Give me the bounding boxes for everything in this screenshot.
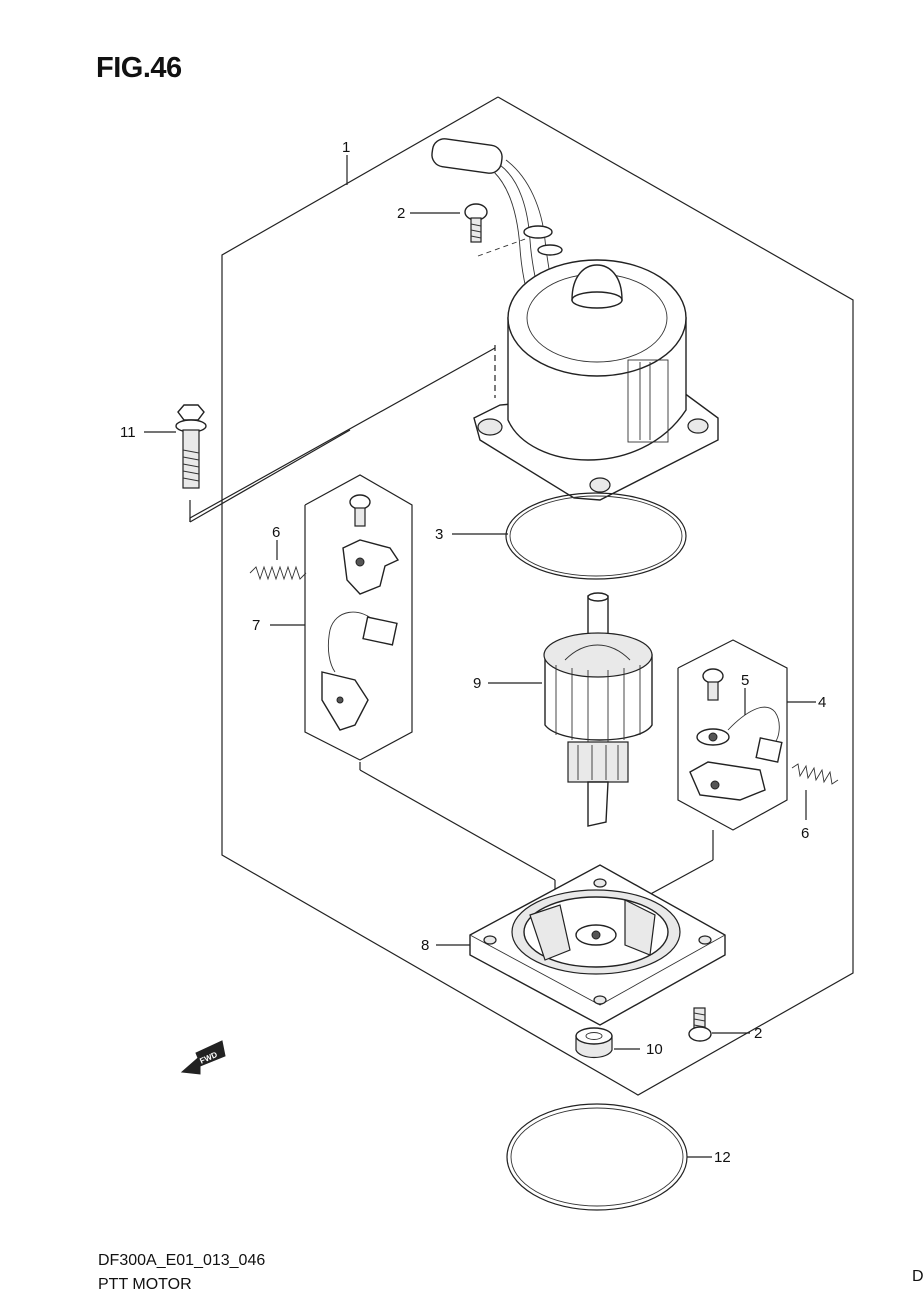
screw-top bbox=[464, 203, 529, 257]
end-cap-8 bbox=[469, 864, 726, 1026]
screw-bottom bbox=[688, 1007, 712, 1042]
corner-mark: D bbox=[912, 1268, 924, 1285]
spring-6-left bbox=[249, 565, 307, 581]
callout-10: 10 bbox=[646, 1041, 663, 1058]
callout-12: 12 bbox=[714, 1149, 731, 1166]
callout-5: 5 bbox=[741, 672, 749, 689]
callout-6-left: 6 bbox=[272, 524, 280, 541]
fwd-arrow-icon: FWD bbox=[180, 1040, 226, 1075]
brush-box-left bbox=[304, 474, 413, 761]
callout-11: 11 bbox=[120, 424, 136, 441]
motor-housing bbox=[473, 259, 719, 501]
callout-2-top: 2 bbox=[397, 205, 405, 222]
o-ring-12 bbox=[506, 1103, 688, 1211]
bolt-11 bbox=[175, 404, 207, 489]
brush-left bbox=[321, 494, 400, 731]
spring-6-right bbox=[791, 763, 839, 785]
callout-9: 9 bbox=[473, 675, 481, 692]
brush-right bbox=[689, 668, 783, 801]
callout-6-right: 6 bbox=[801, 825, 809, 842]
callout-2-bottom: 2 bbox=[754, 1025, 762, 1042]
o-ring-3 bbox=[505, 492, 687, 580]
figure-code: DF300A_E01_013_046 bbox=[98, 1252, 266, 1269]
motor-cable bbox=[431, 138, 563, 333]
callout-8: 8 bbox=[421, 937, 429, 954]
armature-9 bbox=[543, 592, 653, 827]
callout-7: 7 bbox=[252, 617, 260, 634]
assembly-outline bbox=[221, 96, 854, 1096]
figure-title: FIG.46 bbox=[96, 52, 182, 84]
callout-1: 1 bbox=[342, 139, 350, 156]
figure-name: PTT MOTOR bbox=[98, 1276, 192, 1293]
callout-3: 3 bbox=[435, 526, 443, 543]
brush-box-right bbox=[677, 639, 788, 831]
callout-4: 4 bbox=[818, 694, 826, 711]
grommet-10 bbox=[575, 1027, 613, 1059]
